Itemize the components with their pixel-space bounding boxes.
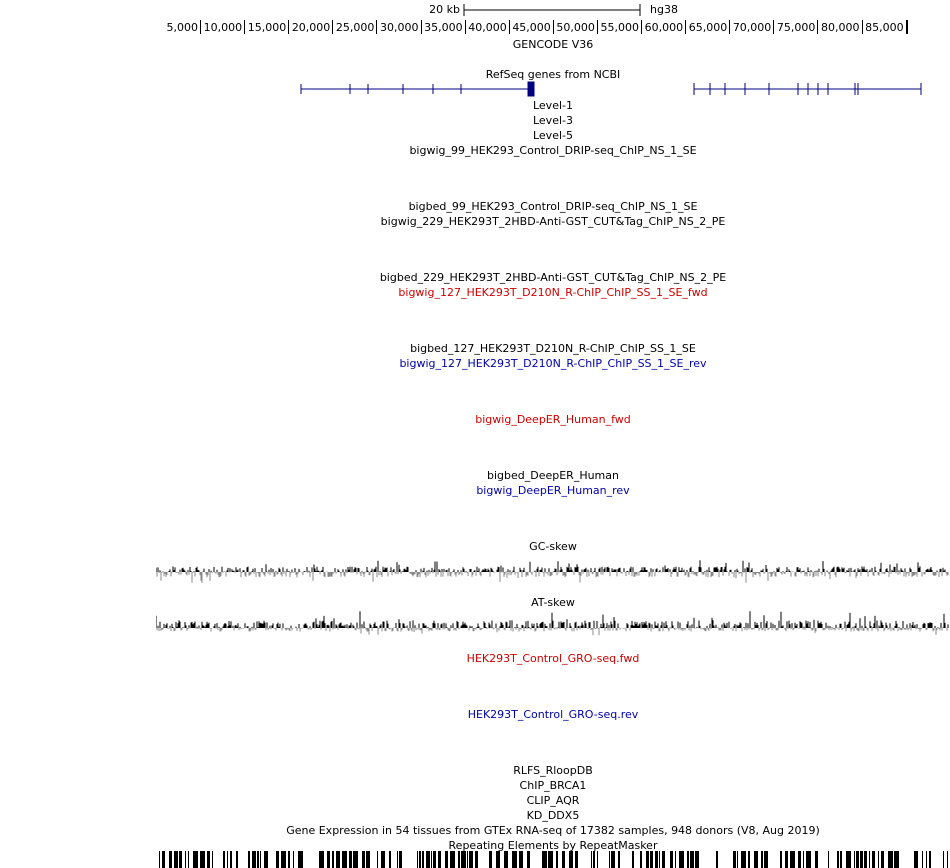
bigwig-127-rev-track-label[interactable]: bigwig_127_HEK293T_D210N_R-ChIP_ChIP_SS_… <box>399 357 707 370</box>
ruler-tick-label: 80,000 <box>821 21 860 34</box>
ruler-tick-label: 55,000 <box>600 21 640 34</box>
gtex-track-label[interactable]: Gene Expression in 54 tissues from GTEx … <box>286 824 820 837</box>
ruler-tick-mark <box>641 20 642 34</box>
at-skew-track-label[interactable]: AT-skew <box>531 596 575 609</box>
refseq-track-label[interactable]: RefSeq genes from NCBI <box>485 68 621 81</box>
ruler-tick-mark <box>464 20 466 34</box>
position-ruler[interactable]: 20 kb hg38 5,000 10,000 15,000 20,000 25,000… <box>0 0 950 60</box>
kd-ddx5-track-label[interactable]: KD_DDX5 <box>526 809 580 822</box>
repeatmasker-track[interactable] <box>156 851 950 868</box>
ruler-tick-mark <box>773 20 775 34</box>
gc-skew-track[interactable] <box>156 552 950 592</box>
deeper-bigbed-track-label[interactable]: bigbed_DeepER_Human <box>486 469 619 482</box>
ruler-tick-mark <box>508 20 510 34</box>
ruler-tick-label: 75,000 <box>776 21 816 34</box>
deeper-rev-track-label[interactable]: bigwig_DeepER_Human_rev <box>476 484 630 497</box>
at-skew-negative-signal <box>156 628 950 636</box>
gc-skew-negative-signal <box>156 572 949 583</box>
refseq-gene-track[interactable] <box>0 80 950 98</box>
ruler-tick-mark <box>729 20 731 34</box>
bigbed-99-track-label[interactable]: bigbed_99_HEK293_Control_DRIP-seq_ChIP_N… <box>408 200 698 213</box>
ruler-tick-label: 25,000 <box>335 21 375 34</box>
ruler-tick-label: 60,000 <box>644 21 684 34</box>
bigwig-99-track-label[interactable]: bigwig_99_HEK293_Control_DRIP-seq_ChIP_N… <box>409 144 697 157</box>
ruler-tick-mark <box>332 20 334 34</box>
level3-track-label[interactable]: Level-3 <box>532 114 573 127</box>
gencode-track-label[interactable]: GENCODE V36 <box>512 38 594 51</box>
chip-brca1-track-label[interactable]: ChIP_BRCA1 <box>519 779 587 792</box>
ruler-tick-mark <box>861 20 863 34</box>
level5-track-label[interactable]: Level-5 <box>532 129 573 142</box>
ruler-end-mark <box>907 20 908 34</box>
ruler-tick-label: 50,000 <box>556 21 595 34</box>
ruler-tick-label: 35,000 <box>424 21 463 34</box>
ruler-tick-label: 40,000 <box>468 21 507 34</box>
bigwig-127-fwd-track-label[interactable]: bigwig_127_HEK293T_D210N_R-ChIP_ChIP_SS_… <box>398 286 708 299</box>
at-skew-track[interactable] <box>156 608 950 648</box>
ruler-tick-label: 20,000 <box>291 21 331 34</box>
ruler-tick-mark <box>244 20 246 34</box>
deeper-fwd-track-label[interactable]: bigwig_DeepER_Human_fwd <box>475 413 631 426</box>
gene-1-exon-block <box>527 81 535 97</box>
bigbed-127-track-label[interactable]: bigbed_127_HEK293T_D210N_R-ChIP_ChIP_SS_… <box>410 342 696 355</box>
ruler-tick-mark <box>288 20 290 34</box>
ruler-tick-label: 45,000 <box>512 21 551 34</box>
gc-skew-track-label[interactable]: GC-skew <box>529 540 577 553</box>
ruler-tick-mark <box>817 20 819 34</box>
ruler-tick-label: 65,000 <box>688 21 728 34</box>
scale-bar-label: 20 kb <box>429 3 460 16</box>
repeatmasker-track-label[interactable]: Repeating Elements by RepeatMasker <box>448 839 658 852</box>
gc-skew-positive-signal <box>156 560 946 572</box>
ruler-tick-mark <box>685 20 687 34</box>
ruler-tick-label: 85,000 <box>865 21 904 34</box>
ruler-tick-mark <box>905 20 907 34</box>
ruler-tick-label: 10,000 <box>203 21 243 34</box>
gro-seq-fwd-track-label[interactable]: HEK293T_Control_GRO-seq.fwd <box>466 652 640 665</box>
clip-aqr-track-label[interactable]: CLIP_AQR <box>526 794 580 807</box>
bigwig-229-track-label[interactable]: bigwig_229_HEK293T_2HBD-Anti-GST_CUT&Tag… <box>380 215 726 228</box>
ruler-tick-mark <box>552 20 554 34</box>
at-skew-positive-signal <box>156 611 949 628</box>
ruler-tick-mark <box>376 20 378 34</box>
gro-seq-rev-track-label[interactable]: HEK293T_Control_GRO-seq.rev <box>467 708 639 721</box>
level1-track-label[interactable]: Level-1 <box>532 99 573 112</box>
ruler-tick-mark <box>596 20 598 34</box>
ruler-tick-label: 70,000 <box>732 21 772 34</box>
rlfs-track-label[interactable]: RLFS_RloopDB <box>513 764 593 777</box>
ruler-tick-mark <box>200 20 201 34</box>
ruler-tick-label: 5,000 <box>166 21 199 34</box>
ruler-tick-label: 15,000 <box>247 21 287 34</box>
bigbed-229-track-label[interactable]: bigbed_229_HEK293T_2HBD-Anti-GST_CUT&Tag… <box>379 271 727 284</box>
assembly-label: hg38 <box>650 3 678 16</box>
scale-bar <box>463 4 641 16</box>
repeat-element-blocks <box>159 851 948 868</box>
ruler-tick-mark <box>420 20 422 34</box>
ruler-tick-label: 30,000 <box>380 21 419 34</box>
